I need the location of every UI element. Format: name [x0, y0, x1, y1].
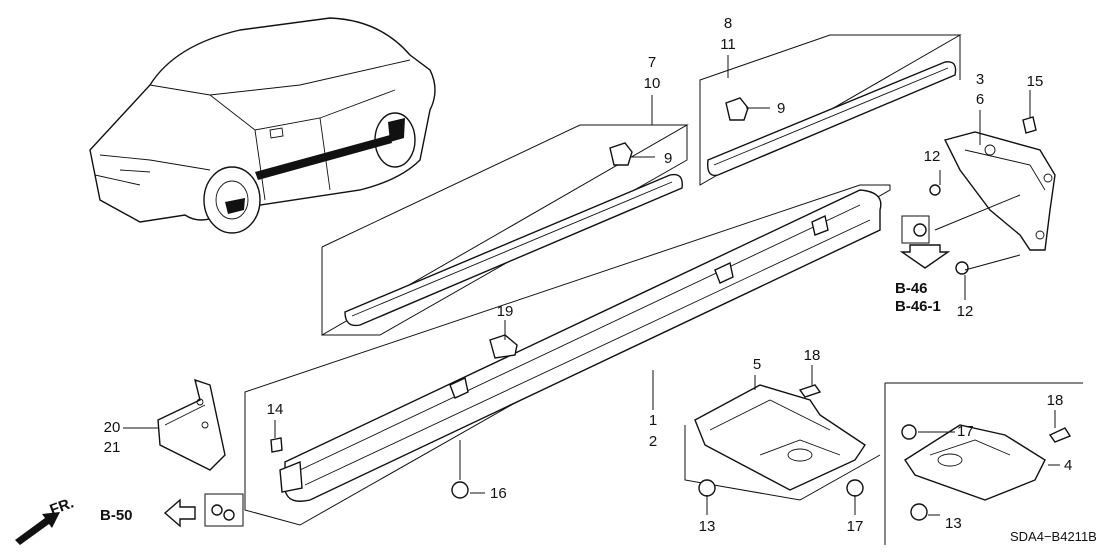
callout-17-a: 17	[847, 518, 864, 535]
ref-b-46-1: B-46-1	[895, 298, 941, 315]
callout-13-b: 13	[945, 515, 962, 532]
garnish-panel-8-11	[699, 34, 962, 186]
callout-9-a: 9	[664, 150, 672, 167]
diagram-code: SDA4−B4211B	[1010, 529, 1097, 544]
callout-3: 3	[976, 71, 984, 88]
callout-13-a: 13	[699, 518, 716, 535]
callout-19: 19	[497, 303, 514, 320]
callout-17-b: 17	[957, 423, 974, 440]
callout-5: 5	[753, 356, 761, 373]
front-arrow-icon	[15, 512, 60, 545]
ref-b-46: B-46	[895, 280, 928, 297]
garnish-panel-7-10	[321, 124, 689, 336]
callout-20: 20	[104, 419, 121, 436]
callout-9-b: 9	[777, 100, 785, 117]
callout-6: 6	[976, 91, 984, 108]
undercover-5	[684, 384, 881, 501]
front-label: FR.	[48, 495, 77, 519]
leader-lines	[123, 55, 1060, 516]
callout-7: 7	[648, 54, 656, 71]
callout-11: 11	[720, 36, 736, 53]
callout-18-a: 18	[804, 347, 821, 364]
callout-10: 10	[644, 75, 661, 92]
ref-b-50: B-50	[100, 507, 133, 524]
callout-4: 4	[1064, 457, 1072, 474]
callout-labels: 7 10 8 11 9 9 3 6 15 12 12 19 5 18 18 1 …	[104, 15, 1073, 535]
car-illustration	[89, 17, 436, 234]
callout-18-b: 18	[1047, 392, 1064, 409]
callout-15: 15	[1027, 73, 1044, 90]
callout-14: 14	[267, 401, 284, 418]
callout-8: 8	[724, 15, 732, 32]
callout-12-b: 12	[957, 303, 974, 320]
callout-2: 2	[649, 433, 657, 450]
fasteners	[204, 97, 1072, 527]
mudguard	[157, 378, 226, 471]
inner-fender	[943, 131, 1056, 251]
callout-12-a: 12	[924, 148, 941, 165]
callout-16: 16	[490, 485, 507, 502]
reference-labels: B-46 B-46-1 B-50 FR. SDA4−B4211B	[48, 280, 1097, 544]
callout-1: 1	[649, 412, 657, 429]
side-sill-panel-1-2	[244, 184, 891, 526]
undercover-4-box	[884, 382, 1083, 545]
callout-21: 21	[104, 439, 121, 456]
ref-arrows	[15, 244, 951, 545]
